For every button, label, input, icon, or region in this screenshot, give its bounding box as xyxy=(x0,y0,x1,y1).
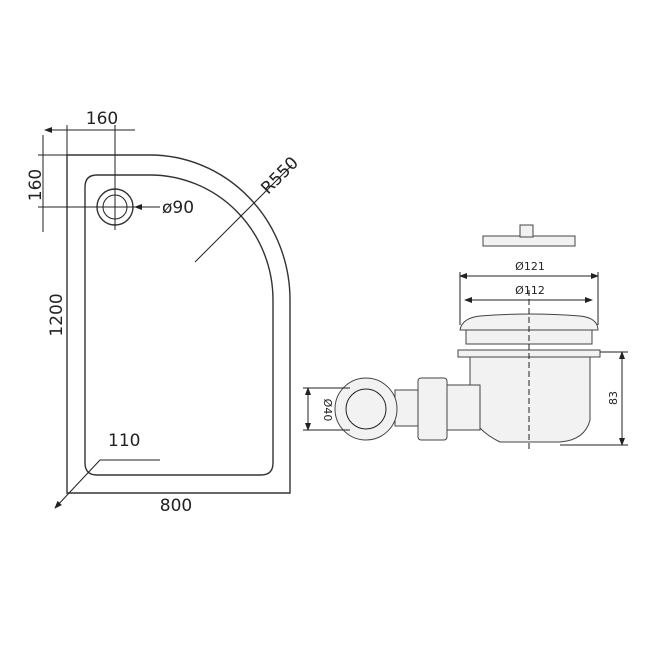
corner-label: 110 xyxy=(108,431,140,451)
outlet-nut xyxy=(417,377,448,441)
outlet-label: Ø40 xyxy=(321,399,334,422)
height-label: 83 xyxy=(607,391,620,405)
tray-outline xyxy=(66,154,291,494)
offset-x-label: 160 xyxy=(86,109,118,129)
radius-leader xyxy=(194,164,293,263)
waste-trap: Ø121 Ø112 83 Ø40 xyxy=(303,224,628,450)
connector-nut xyxy=(334,377,398,441)
corner-leader xyxy=(54,459,101,509)
inner-diameter-label: Ø112 xyxy=(515,284,545,297)
length-label: 1200 xyxy=(47,293,67,336)
grate-stem xyxy=(519,224,534,238)
outer-diameter-label: Ø121 xyxy=(515,260,545,273)
tray-inner-basin xyxy=(84,174,274,476)
waste-hole-label: ø90 xyxy=(162,198,194,218)
offset-y-label: 160 xyxy=(26,169,46,201)
width-label: 800 xyxy=(160,496,192,516)
radius-label: R550 xyxy=(257,153,302,198)
trap-body xyxy=(469,356,591,443)
